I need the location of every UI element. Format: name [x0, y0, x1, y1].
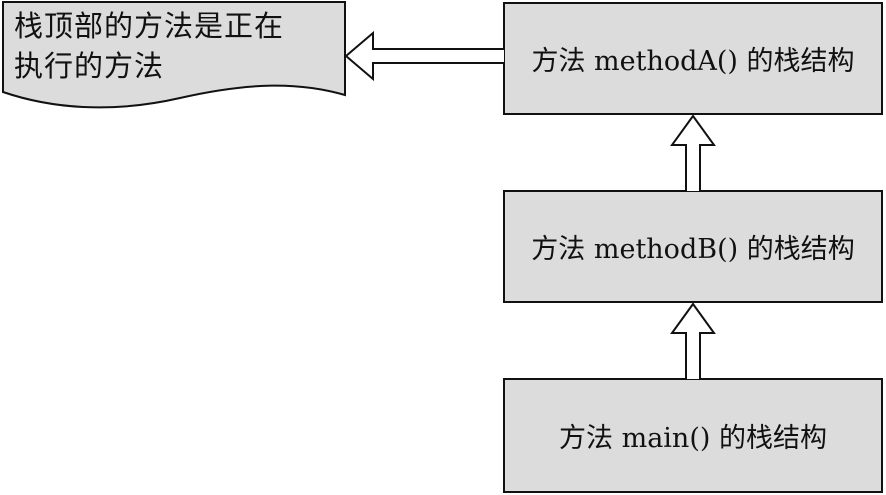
up-arrow-b-to-a — [670, 114, 716, 191]
up-arrow-main-to-b — [670, 302, 716, 379]
frame-main-label: 方法 main() 的栈结构 — [559, 423, 827, 454]
frame-main-box — [503, 378, 883, 493]
note-shape — [2, 1, 346, 109]
left-arrow — [344, 30, 504, 82]
note-label: 栈顶部的方法是正在 执行的方法 — [14, 6, 334, 86]
note-line-1: 栈顶部的方法是正在 — [14, 9, 285, 43]
frame-b-box — [503, 190, 883, 303]
frame-a-label: 方法 methodA() 的栈结构 — [531, 46, 855, 77]
frame-b-label: 方法 methodB() 的栈结构 — [531, 234, 855, 265]
frame-a-box — [503, 2, 883, 115]
note-line-2: 执行的方法 — [14, 49, 165, 83]
